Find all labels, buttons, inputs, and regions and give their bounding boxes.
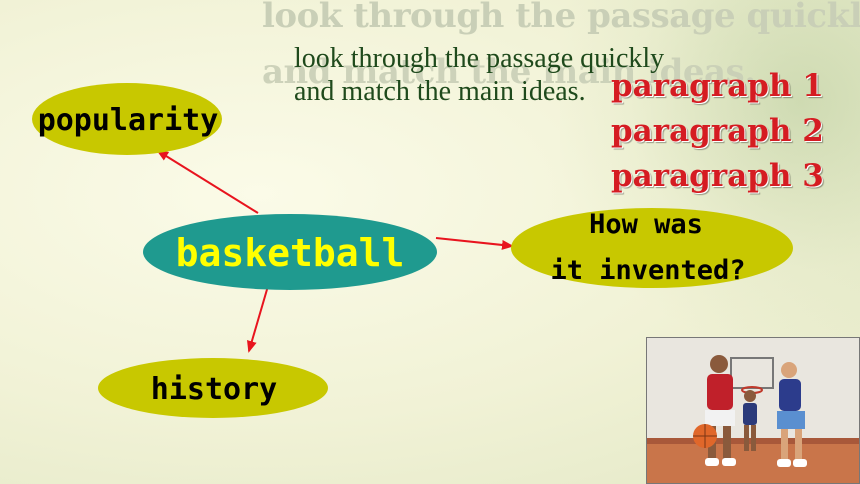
invented-label-line2: it invented? (550, 255, 745, 286)
history-label: history (151, 372, 277, 407)
paragraph-3-label[interactable]: paragraph 3 (611, 158, 824, 194)
instruction-line1: look through the passage quickly (294, 43, 665, 74)
arrow-to-popularity (156, 149, 259, 214)
popularity-node[interactable]: popularity (32, 83, 222, 155)
ghost-title-line2: and match the main ideas. (262, 52, 756, 92)
basketball-players-photo (646, 337, 860, 484)
instruction-text: look through the passage quickly and mat… (294, 42, 664, 108)
history-node[interactable]: history (98, 358, 328, 418)
popularity-label: popularity (38, 103, 219, 138)
invented-node[interactable]: How was it invented? (511, 208, 793, 288)
instruction-line2: and match the main ideas. (294, 76, 586, 107)
basketball-label: basketball (176, 231, 405, 275)
ghost-title-line1: look through the passage quickly (262, 0, 860, 36)
arrow-to-history (247, 285, 269, 353)
basketball-node[interactable]: basketball (143, 214, 437, 290)
invented-label-line1: How was (589, 209, 703, 240)
arrow-to-invented (435, 237, 514, 250)
paragraph-1-label[interactable]: paragraph 1 (611, 68, 824, 104)
paragraph-2-label[interactable]: paragraph 2 (611, 113, 824, 149)
